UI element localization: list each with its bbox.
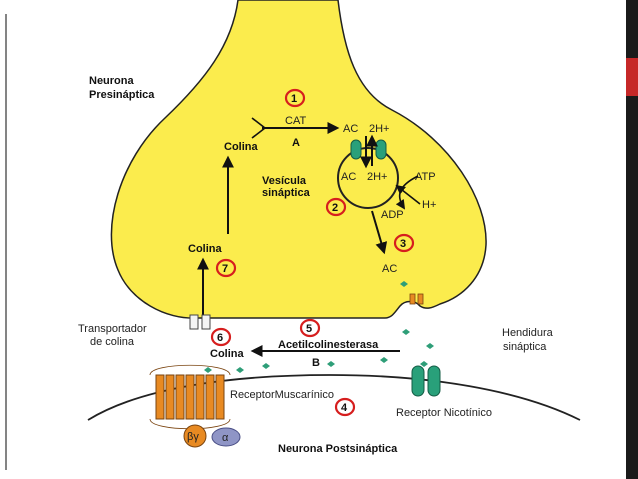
choline-top: Colina (224, 141, 258, 153)
ach-molecule (402, 329, 410, 335)
helix (185, 374, 195, 420)
ac-in: AC (341, 171, 356, 183)
presynaptic-label: Neurona (89, 75, 135, 87)
helix (175, 374, 185, 420)
acetylcholine-molecules (204, 281, 434, 373)
presynaptic-label-2: Presináptica (89, 89, 155, 101)
ach-molecule (327, 361, 335, 367)
ach-molecule (262, 363, 270, 369)
ac-top: AC (343, 123, 358, 135)
h2-in: 2H+ (367, 171, 388, 183)
ac-release: AC (382, 263, 397, 275)
helix (205, 374, 215, 420)
helix (155, 374, 165, 420)
right-edge-accent (626, 58, 638, 96)
ach-molecule (380, 357, 388, 363)
vesicle-pump-left (350, 139, 362, 160)
release-arrow (371, 210, 388, 255)
step-6-circle (210, 327, 232, 347)
cat-branch-2 (251, 127, 266, 139)
choline-bottom: Colina (210, 348, 244, 360)
postsynaptic-label: Neurona Postsináptica (278, 443, 398, 455)
synaptic-vesicle (337, 147, 399, 209)
choline-transporter-left (189, 314, 199, 330)
receptor-loops (149, 364, 231, 376)
h2-top: 2H+ (369, 123, 390, 135)
g-alpha-label: α (222, 432, 229, 444)
step-7-circle (215, 258, 237, 278)
cat-label: CAT (285, 115, 306, 127)
choline-transporter-right (201, 314, 211, 330)
postsynaptic-membrane (87, 374, 581, 421)
reaction-b-label: B (312, 357, 320, 369)
step-4-circle (334, 397, 356, 417)
vesicle-label: Vesícula (262, 175, 307, 187)
g-beta-gamma (183, 424, 207, 448)
ach-molecule (400, 281, 408, 287)
step-2-number: 2 (332, 202, 338, 214)
step-2-circle (325, 197, 347, 217)
step-3-circle (393, 233, 415, 253)
release-channel-right (417, 293, 424, 305)
vesicle-pump-right (375, 139, 387, 160)
ach-molecule (420, 361, 428, 367)
transporter-label: Transportador (78, 323, 147, 335)
h-plus-label: H+ (422, 199, 436, 211)
right-edge-bar (626, 0, 638, 479)
g-beta-gamma-label: βγ (187, 431, 199, 443)
step-4-number: 4 (341, 402, 348, 414)
nicotinic-receptor-right (427, 365, 441, 397)
step-1-circle (284, 88, 306, 108)
step-7-number: 7 (222, 263, 228, 275)
helix (165, 374, 175, 420)
h-plus-arrow (395, 184, 421, 205)
step-5-number: 5 (306, 323, 312, 335)
reaction-a-label: A (292, 137, 300, 149)
adp-label: ADP (381, 209, 404, 221)
ach-molecule (204, 367, 212, 373)
ach-molecule (236, 367, 244, 373)
step-1-number: 1 (291, 93, 297, 105)
nicotinic-receptor-left (411, 365, 425, 397)
helix (215, 374, 225, 420)
presynaptic-terminal (110, 0, 487, 319)
nicotinic-label: Receptor Nicotínico (396, 407, 492, 419)
atp-label: ATP (415, 171, 436, 183)
step-6-number: 6 (217, 332, 223, 344)
choline-left: Colina (188, 243, 222, 255)
vesicle-label-2: sináptica (262, 187, 311, 199)
muscarinic-receptor (155, 374, 225, 420)
ach-molecule (426, 343, 434, 349)
cleft-label: Hendidura (502, 327, 554, 339)
transporter-label-2: de colina (90, 336, 135, 348)
helix (195, 374, 205, 420)
step-5-circle (299, 318, 321, 338)
ache-label: Acetilcolinesterasa (278, 339, 379, 351)
muscarinic-label: ReceptorMuscarínico (230, 389, 334, 401)
cat-branch (251, 117, 266, 129)
release-channel-left (409, 293, 416, 305)
g-alpha (211, 427, 241, 447)
cleft-label-2: sináptica (503, 341, 547, 353)
step-3-number: 3 (400, 238, 406, 250)
